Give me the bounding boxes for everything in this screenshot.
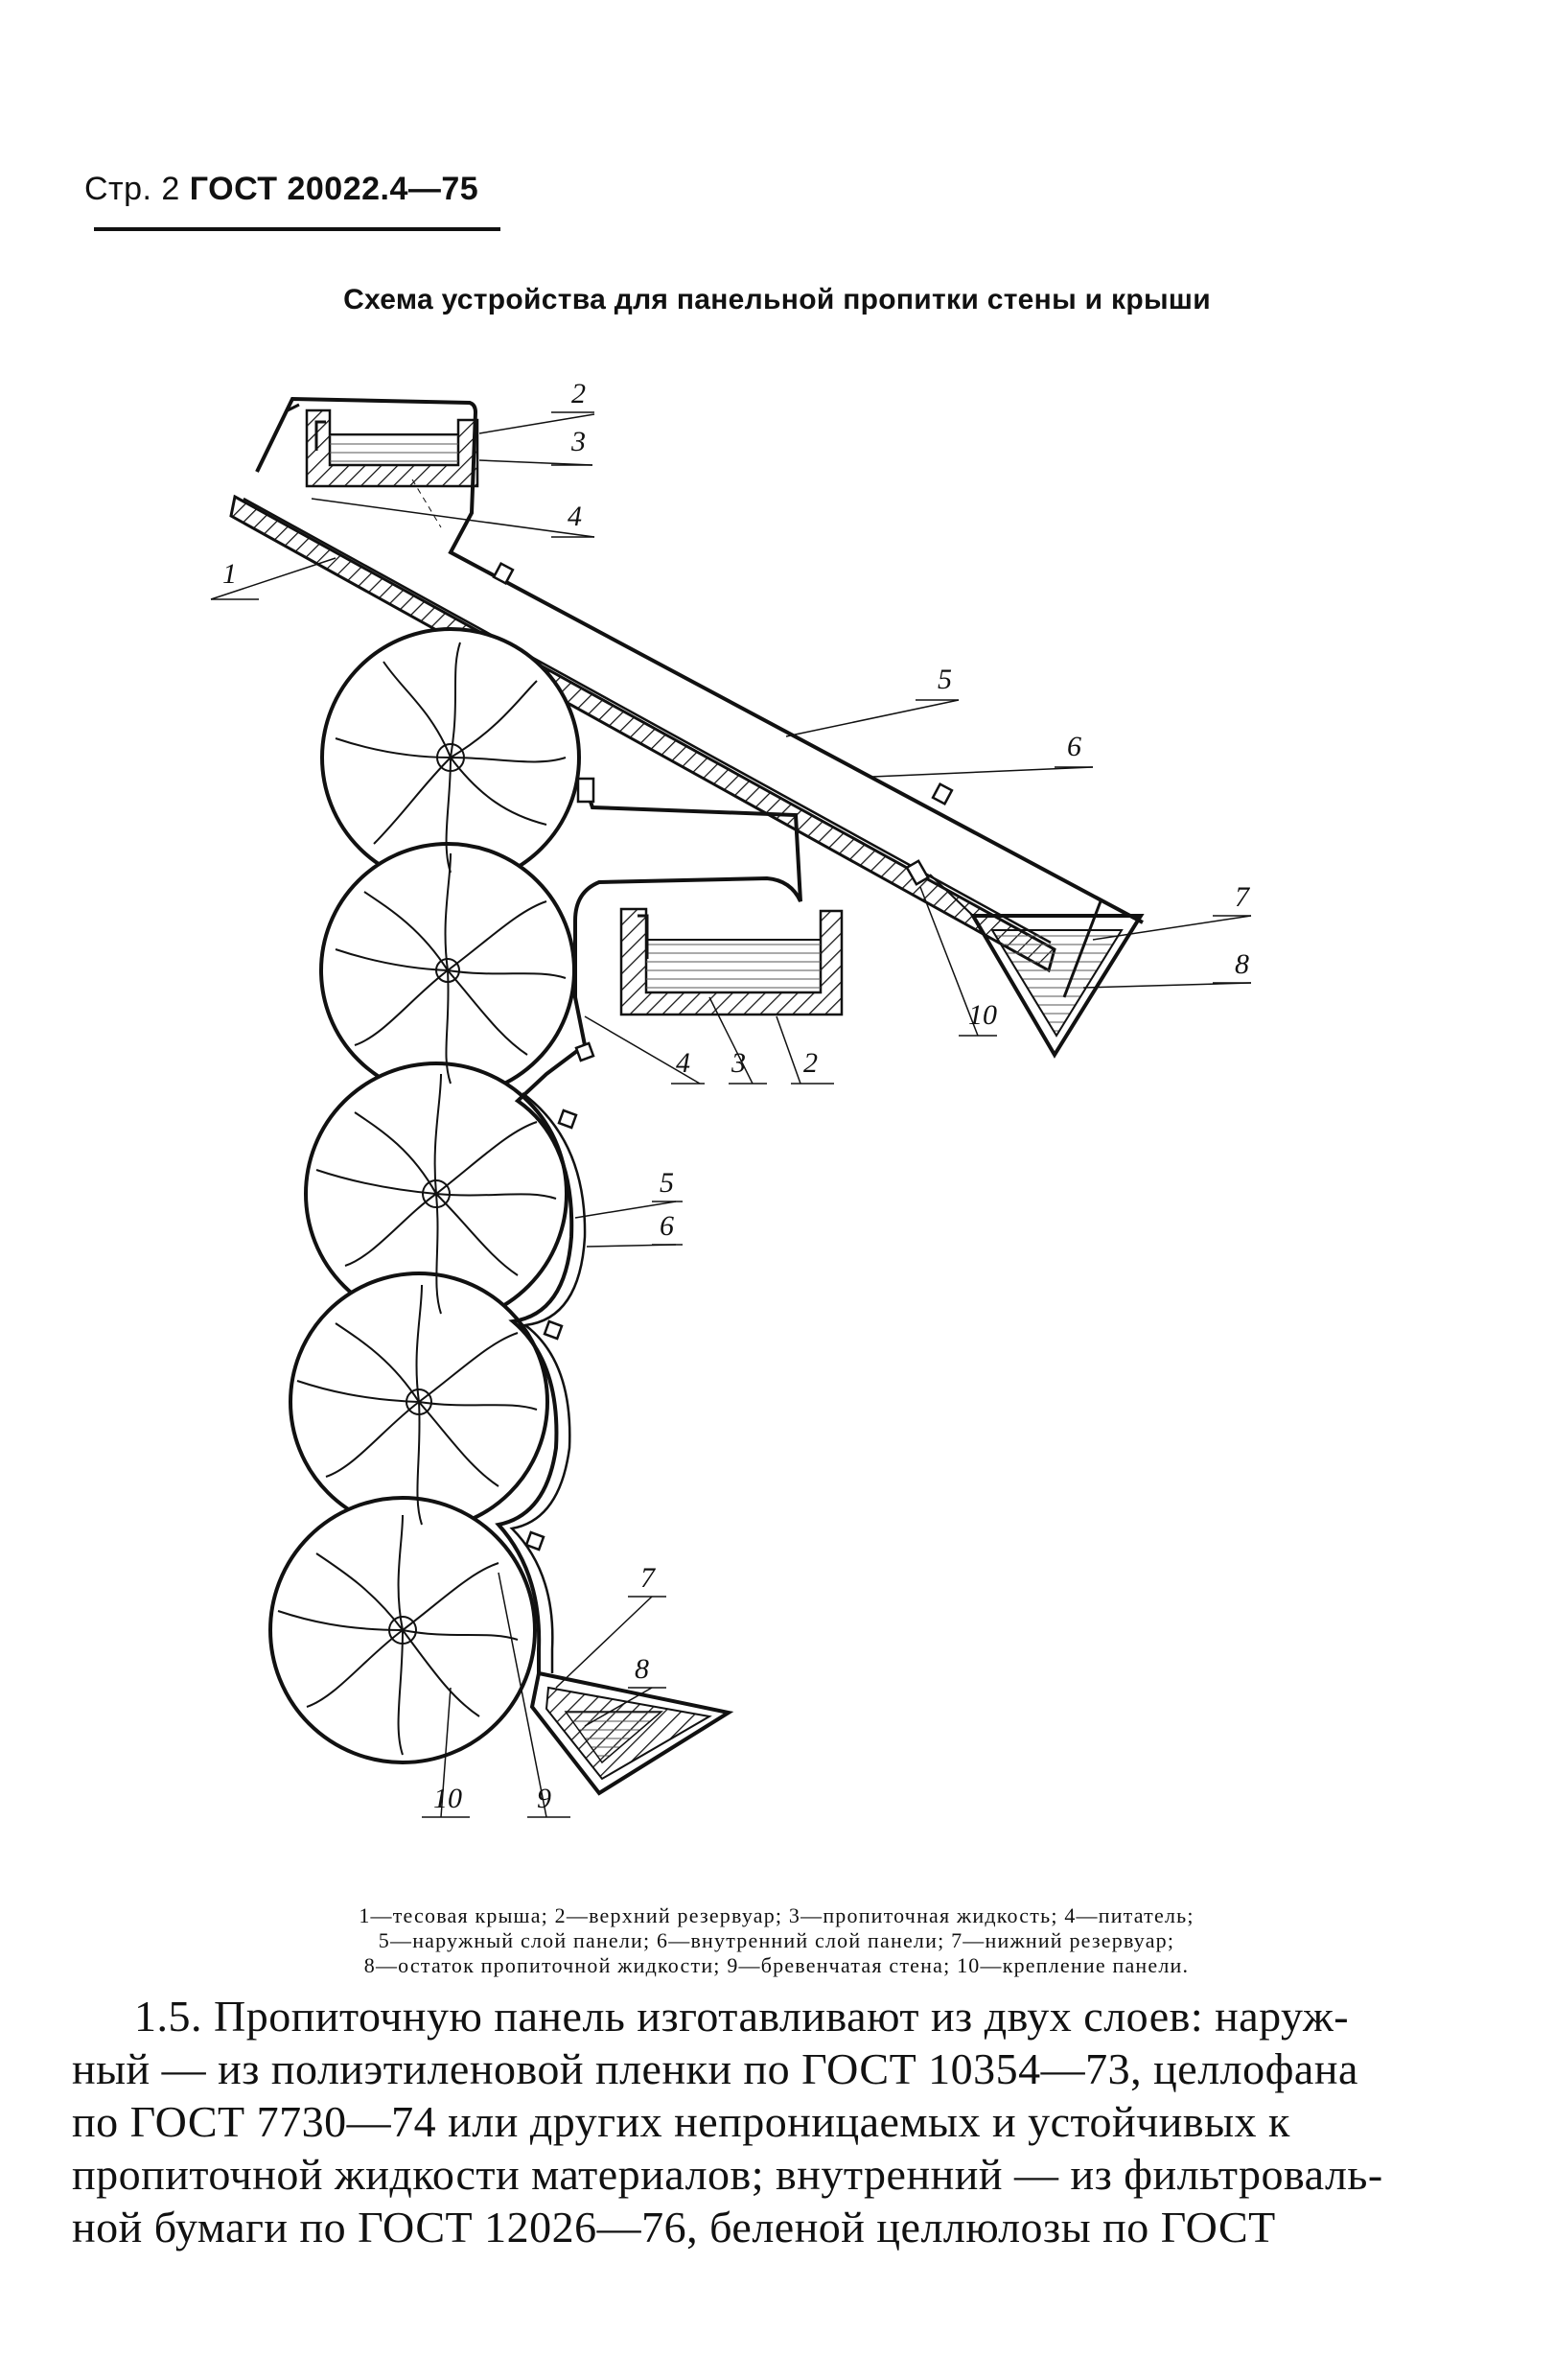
text-line: ной бумаги по ГОСТ 12026—76, беленой цел… [72, 2203, 1276, 2252]
legend-line: 5—наружный слой панели; 6—внутренний сло… [378, 1928, 1175, 1952]
text-line: по ГОСТ 7730—74 или других непроницаемых… [72, 2097, 1290, 2146]
label-8-bottom: 8 [635, 1653, 649, 1685]
label-5-mid: 5 [660, 1167, 674, 1199]
log-wall [268, 627, 581, 1764]
header-rule [94, 227, 500, 231]
upper-reservoir-wall [619, 907, 844, 1016]
text-line: ный — из полиэтиленовой пленки по ГОСТ 1… [72, 2044, 1358, 2093]
label-1-roof: 1 [222, 558, 237, 590]
leader-lines [210, 411, 1252, 1818]
lower-reservoir-roof [905, 859, 1145, 1059]
standard-code: ГОСТ 20022.4—75 [189, 171, 479, 207]
label-8-top: 8 [1235, 948, 1249, 980]
label-10-bottom: 10 [433, 1783, 462, 1814]
upper-reservoir-top [305, 408, 479, 488]
wall-panel [495, 777, 802, 1673]
log-cracks [277, 642, 567, 1756]
label-4-top: 4 [568, 501, 582, 532]
wall-fasteners [524, 1041, 595, 1552]
label-3-top: 3 [570, 426, 586, 457]
figure-legend: 1—тесовая крыша; 2—верхний резервуар; 3—… [153, 1903, 1400, 1978]
text-line: пропиточной жидкости материалов; внутрен… [72, 2150, 1383, 2199]
label-9-bottom: 9 [537, 1783, 551, 1814]
lower-reservoir-wall [529, 1670, 734, 1796]
text-line: 1.5. Пропиточную панель изготавливают из… [134, 1992, 1350, 2041]
legend-line: 8—остаток пропиточной жидкости; 9—бревен… [363, 1953, 1190, 1977]
label-3-mid: 3 [731, 1047, 746, 1079]
label-7-top: 7 [1235, 881, 1251, 913]
upper-panel-path [243, 396, 1144, 945]
page-header: Стр. 2 ГОСТ 20022.4—75 [84, 171, 478, 208]
label-2-top: 2 [571, 378, 586, 409]
label-4-mid: 4 [676, 1047, 690, 1079]
label-10-top: 10 [968, 999, 997, 1031]
legend-line: 1—тесовая крыша; 2—верхний резервуар; 3—… [359, 1903, 1194, 1927]
label-7-bottom: 7 [640, 1562, 657, 1594]
label-6-mid: 6 [660, 1210, 674, 1242]
page-number: Стр. 2 [84, 171, 180, 207]
label-2-mid: 2 [803, 1047, 818, 1079]
body-paragraph: 1.5. Пропиточную панель изготавливают из… [72, 1990, 1395, 2253]
figure-title: Схема устройства для панельной пропитки … [343, 284, 1211, 315]
impregnation-diagram: 2 3 4 1 5 6 7 8 10 4 3 2 5 6 7 8 10 9 [210, 378, 1252, 1818]
label-6-top: 6 [1067, 731, 1081, 762]
label-5-top: 5 [938, 664, 952, 695]
